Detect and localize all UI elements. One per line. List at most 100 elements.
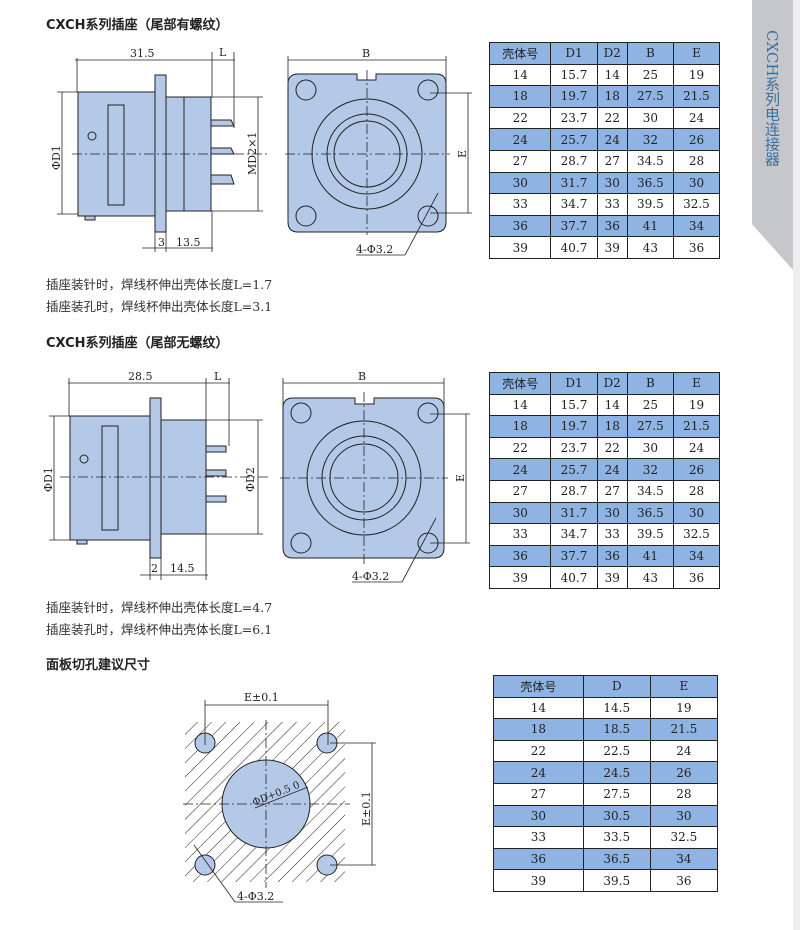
table-cell: 39: [596, 236, 628, 259]
table-cell: E: [672, 42, 721, 65]
table-cell: 40.7: [550, 566, 598, 589]
table-cell: 33: [488, 193, 552, 216]
side-tab-label: CXCH系列电连接器: [763, 30, 781, 167]
dim-rear: 14.5: [170, 562, 195, 575]
note: 插座装孔时，焊线杯伸出壳体长度L=6.1: [46, 622, 273, 637]
dim-e-vertical: E±0.1: [360, 791, 373, 826]
table-cell: 15.7: [550, 393, 598, 417]
table-cell: 18: [488, 415, 552, 438]
note: 插座装孔时，焊线杯伸出壳体长度L=3.1: [46, 299, 273, 314]
table-cell: 36.5: [626, 501, 674, 525]
table-cell: 27: [488, 149, 552, 173]
table-cell: 24: [488, 128, 552, 151]
dim-d1: ΦD1: [42, 467, 55, 492]
table-cell: 37.7: [550, 214, 598, 238]
table-cell: 22: [596, 106, 628, 130]
table-cell: 30: [493, 804, 584, 828]
table-cell: 39.5: [626, 193, 674, 216]
table-cell: 41: [626, 214, 674, 238]
table-cell: D1: [550, 42, 598, 65]
table-cell: 28: [672, 479, 721, 503]
panel-cutout-drawing: E±0.1 E±0.1 ΦD+0.5 0 4-Φ3.2: [183, 691, 376, 903]
table-cell: 31.7: [550, 501, 598, 525]
dim-holes: 4-Φ3.2: [352, 570, 389, 583]
table-cell: 22: [488, 106, 552, 130]
table-cell: 24: [596, 458, 628, 481]
table-cell: 26: [649, 761, 719, 784]
dim-E: E: [454, 474, 467, 482]
table-cell: 36: [488, 544, 552, 568]
table-cell: 24: [596, 128, 628, 151]
table-cell: 24.5: [582, 761, 651, 784]
dim-holes: 4-Φ3.2: [237, 890, 274, 903]
table-cell: 36.5: [626, 171, 674, 195]
table-cell: 30.5: [582, 804, 651, 828]
table-cell: 30: [488, 171, 552, 195]
table-cell: 36: [596, 544, 628, 568]
table-cell: D2: [596, 42, 628, 65]
table-cell: 26: [672, 128, 721, 151]
table-cell: 36: [488, 214, 552, 238]
table-cell: 18: [493, 718, 584, 741]
dim-e-horizontal: E±0.1: [244, 691, 279, 704]
table-cell: 27.5: [626, 415, 674, 438]
table-cell: 壳体号: [493, 675, 584, 698]
dim-rear: 13.5: [176, 236, 201, 249]
table-cell: 34: [672, 214, 721, 238]
table-cell: 18: [596, 415, 628, 438]
table-cell: 19.7: [550, 85, 598, 108]
table-cell: 30: [488, 501, 552, 525]
table-cell: 40.7: [550, 236, 598, 259]
table-cell: 21.5: [672, 85, 721, 108]
table-cell: 24: [649, 739, 719, 763]
table-cell: 39: [596, 566, 628, 589]
table-cell: 15.7: [550, 63, 598, 87]
table-cell: 14: [596, 63, 628, 87]
table-cell: 30: [596, 171, 628, 195]
table-cell: 36: [649, 869, 719, 892]
table-cell: 21.5: [672, 415, 721, 438]
side-view-threaded: [77, 74, 235, 233]
dim-B: B: [362, 47, 370, 60]
table-cell: 34.5: [626, 149, 674, 173]
dim-flange: 2: [151, 562, 158, 575]
dim-E: E: [456, 150, 469, 158]
table-cell: 34: [649, 847, 719, 871]
table-cell: 32: [626, 128, 674, 151]
dim-B: B: [358, 370, 366, 383]
table-cell: 32.5: [649, 826, 719, 849]
table-cell: 30: [672, 171, 721, 195]
table-cell: 19: [672, 63, 721, 87]
table-cell: 39: [488, 236, 552, 259]
table-cell: 28: [672, 149, 721, 173]
table-cell: 23.7: [550, 106, 598, 130]
table-cell: 33: [596, 193, 628, 216]
dim-holes: 4-Φ3.2: [356, 243, 393, 256]
note: 插座装针时，焊线杯伸出壳体长度L=4.7: [46, 600, 273, 615]
dim-L: L: [219, 46, 227, 59]
table-cell: 43: [626, 236, 674, 259]
side-tab: [752, 0, 793, 270]
section-title-panel-cutout: 面板切孔建议尺寸: [46, 658, 151, 673]
table-cell: 27: [596, 479, 628, 503]
table-cell: 24: [672, 106, 721, 130]
table-cell: 37.7: [550, 544, 598, 568]
table-cell: 壳体号: [488, 42, 552, 65]
table-cell: 36: [493, 847, 584, 871]
